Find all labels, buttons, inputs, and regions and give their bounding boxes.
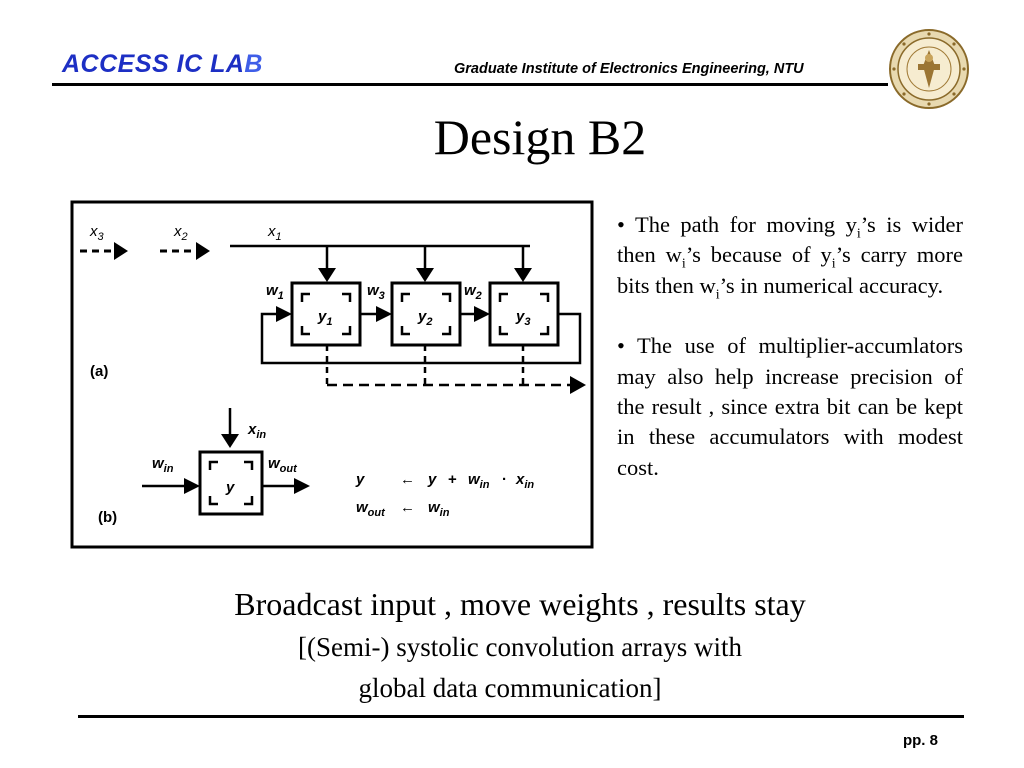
label-xin-sub: in [256, 429, 266, 441]
label-w3: w [367, 282, 380, 299]
svg-text:y3: y3 [515, 308, 530, 328]
label-w2: w [464, 282, 477, 299]
svg-text:wout ← win: wout ← win [356, 499, 450, 520]
svg-text:wout: wout [268, 455, 298, 475]
eq2-lhs: w [356, 499, 369, 516]
bullet-item: • The use of multiplier-accumlators may … [617, 333, 963, 480]
bullet-1-sub-a: i [856, 226, 861, 242]
eq1-arrow: ← [400, 471, 415, 488]
svg-text:y1: y1 [317, 308, 332, 328]
eq2-lhs-sub: out [368, 507, 386, 519]
eq1-w-sub: in [480, 479, 490, 491]
slide-title: Design B2 [433, 109, 647, 165]
svg-text:w2: w2 [464, 282, 482, 302]
institute-name: Graduate Institute of Electronics Engine… [454, 61, 804, 77]
label-x2: x [173, 223, 182, 240]
svg-text:x2: x2 [173, 223, 188, 243]
eq2-arrow: ← [400, 499, 415, 516]
lab-logo: ACCESS IC LAB [62, 50, 263, 79]
label-win: w [152, 455, 165, 472]
label-y1-sub: 1 [326, 316, 332, 328]
bullet-1-text-a: • The path for moving y [617, 212, 857, 237]
bullet-1-text-c: ’s because of y [685, 242, 832, 268]
svg-text:xin: xin [247, 421, 266, 441]
label-x1-sub: 1 [276, 231, 282, 243]
svg-text:win: win [152, 455, 174, 475]
bullet-1-text-e: ’s in numerical accuracy. [719, 272, 944, 298]
eq1-rhs-y: y [427, 471, 437, 488]
svg-text:y ← y +: y ← y + win · xin [355, 471, 534, 492]
bullet-1-sub-c: i [831, 256, 836, 272]
footer-divider [78, 715, 964, 718]
university-seal-icon [889, 29, 969, 109]
systolic-array-figure: x3 x2 x1 w1 w3 w2 y1 y2 y3 (a) (b) xin w… [70, 200, 596, 550]
label-x2-sub: 2 [181, 231, 188, 243]
bullet-1-text-b: ’s is wider then w [617, 212, 963, 268]
eq1-w: w [468, 471, 481, 488]
label-y1: y [317, 308, 327, 325]
label-y3-sub: 3 [524, 316, 530, 328]
label-x3-sub: 3 [98, 231, 105, 243]
label-w2-sub: 2 [475, 290, 482, 302]
caption-subtitle-line-1: [(Semi-) systolic convolution arrays wit… [298, 632, 742, 662]
lab-logo-text: ACCESS IC LA [62, 50, 245, 78]
eq2-rhs-sub: in [440, 507, 450, 519]
svg-text:w1: w1 [266, 282, 284, 302]
label-wout: w [268, 455, 281, 472]
processing-cell [198, 450, 264, 516]
bullet-1-sub-d: i [715, 287, 720, 303]
eq1-x: x [515, 471, 525, 488]
header-divider [52, 83, 888, 86]
page-number: pp. 8 [902, 732, 938, 749]
bullet-list: • The path for moving yi’s is wider then… [617, 210, 963, 513]
label-win-sub: in [164, 463, 174, 475]
eq1-dot: · [502, 471, 507, 488]
label-y2: y [417, 308, 427, 325]
bullet-item: • The path for moving yi’s is wider then… [617, 210, 963, 303]
label-y3: y [515, 308, 525, 325]
caption-subtitle-line-2: global data communication] [358, 673, 662, 703]
slide-caption: Broadcast input , move weights , results… [234, 586, 806, 622]
svg-text:x3: x3 [89, 223, 105, 243]
label-x3: x [89, 223, 98, 240]
eq1-plus: + [448, 471, 457, 488]
label-w1: w [266, 282, 279, 299]
label-part-b: (b) [98, 509, 117, 526]
svg-text:x1: x1 [267, 223, 282, 243]
eq1-x-sub: in [524, 479, 534, 491]
label-y2-sub: 2 [425, 316, 432, 328]
svg-text:w3: w3 [367, 282, 385, 302]
eq2-rhs: w [428, 499, 441, 516]
lab-logo-b: B [244, 50, 263, 78]
label-w1-sub: 1 [278, 290, 284, 302]
figure-frame [70, 200, 594, 549]
arrow-icon [196, 242, 210, 260]
label-w3-sub: 3 [379, 290, 385, 302]
bullet-1-sub-b: i [681, 256, 686, 272]
eq1-lhs: y [355, 471, 365, 488]
bullet-1-text-d: ’s carry more bits then w [617, 242, 963, 298]
label-cell-y: y [225, 479, 235, 496]
svg-text:y2: y2 [417, 308, 432, 328]
label-x1: x [267, 223, 276, 240]
label-part-a: (a) [90, 363, 108, 380]
label-xin: x [247, 421, 257, 438]
arrow-icon [114, 242, 128, 260]
label-wout-sub: out [280, 463, 298, 475]
